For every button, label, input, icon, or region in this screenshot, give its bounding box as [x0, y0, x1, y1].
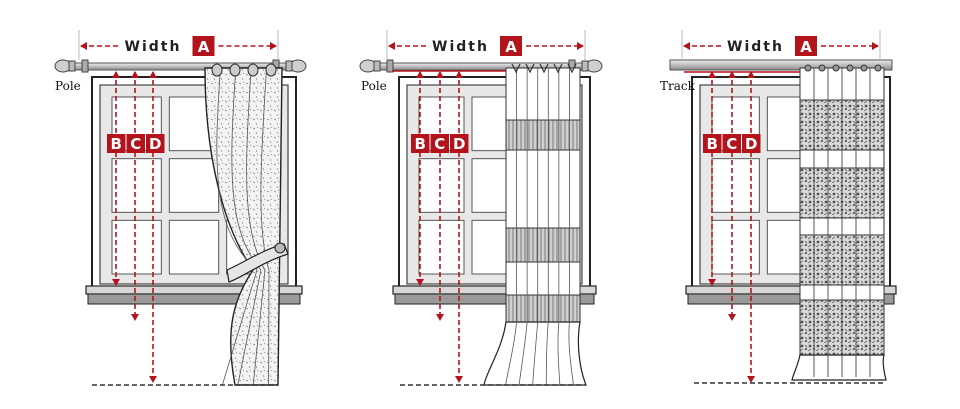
pole-finial-collar [285, 60, 293, 72]
drop-badge-letter-c: C [726, 135, 737, 153]
curtain-grommet [265, 63, 277, 77]
drop-badge-letter-d: D [453, 135, 465, 153]
track-rail [669, 59, 893, 71]
pole-bracket [81, 59, 89, 73]
tieback-hook [274, 242, 286, 254]
window-pane [111, 158, 162, 213]
pole-finial-collar [581, 60, 589, 72]
width-badge-letter: A [198, 38, 210, 56]
curtain-band [505, 67, 581, 121]
curtain-track [669, 59, 893, 71]
curtain [791, 64, 887, 381]
drop-badge-letter-c: C [434, 135, 445, 153]
curtain-glider [860, 64, 868, 72]
width-badge-letter: A [800, 38, 812, 56]
curtain-hem [791, 354, 887, 381]
pole-finial-collar [373, 60, 381, 72]
curtain-grommet [211, 63, 223, 77]
width-badge [795, 36, 817, 56]
window-pane [168, 219, 220, 275]
window-pane [168, 158, 220, 213]
window-pane [711, 158, 760, 213]
curtain-band [505, 149, 581, 229]
curtain-fold [557, 321, 561, 386]
drop-badge-letter-c: C [130, 135, 141, 153]
curtain-grommet [229, 63, 241, 77]
pole-finial-collar [68, 60, 76, 72]
mount-label: Pole [55, 79, 81, 93]
curtain-hook [525, 63, 535, 74]
curtain-glider [804, 64, 812, 72]
width-label: Width [727, 39, 784, 55]
width-badge-letter: A [505, 38, 517, 56]
width-label: Width [125, 39, 182, 55]
width-badge [500, 36, 522, 56]
curtain [483, 63, 587, 386]
curtain-fold [532, 321, 539, 386]
curtain-fold [545, 321, 549, 386]
drop-badge-b [411, 134, 430, 153]
drop-badge-c [430, 134, 449, 153]
window-pane [418, 158, 465, 213]
curtain-glider [832, 64, 840, 72]
drop-badge-letter-b: B [111, 135, 122, 153]
pole-bracket [386, 59, 394, 73]
drop-badge-b [107, 134, 126, 153]
width-dimension: Width A [78, 30, 279, 60]
curtain-glider [874, 64, 882, 72]
curtain-glider [818, 64, 826, 72]
curtain-band [505, 261, 581, 296]
curtain [204, 63, 289, 386]
curtain-fold [505, 321, 517, 386]
drop-badge-d [450, 134, 469, 153]
drop-badge-c [722, 134, 741, 153]
window-pane [711, 219, 760, 275]
curtain-hook [511, 63, 521, 74]
curtain-band [505, 119, 581, 151]
window-pane [111, 219, 162, 275]
curtain-hook [539, 63, 549, 74]
drop-badge-letter-d: D [149, 135, 161, 153]
curtain-hook [553, 63, 563, 74]
mount-label: Track [660, 79, 696, 93]
curtain-band [505, 227, 581, 263]
curtain-fold [568, 321, 574, 386]
drop-badge-b [703, 134, 722, 153]
window-sill-base [394, 293, 595, 305]
drop-badge-letter-b: B [707, 135, 718, 153]
curtain-grommet [247, 63, 259, 77]
window-pane [418, 219, 465, 275]
curtain-tieback [226, 243, 289, 283]
curtain-band [505, 294, 581, 323]
drop-badge-d [146, 134, 165, 153]
drop-badge-d [742, 134, 761, 153]
curtain-hook [567, 63, 577, 74]
curtain-fold [518, 321, 528, 386]
width-badge [192, 36, 215, 56]
window-sill-base [87, 293, 301, 305]
width-dimension: Width A [386, 30, 586, 60]
drop-badge-letter-d: D [745, 135, 757, 153]
window-sill-base [687, 293, 895, 305]
width-dimension: Width A [681, 30, 881, 60]
width-label: Width [432, 39, 489, 55]
mount-label: Pole [361, 79, 387, 93]
curtain-glider [846, 64, 854, 72]
drop-badge-letter-b: B [415, 135, 426, 153]
drop-badge-c [126, 134, 145, 153]
